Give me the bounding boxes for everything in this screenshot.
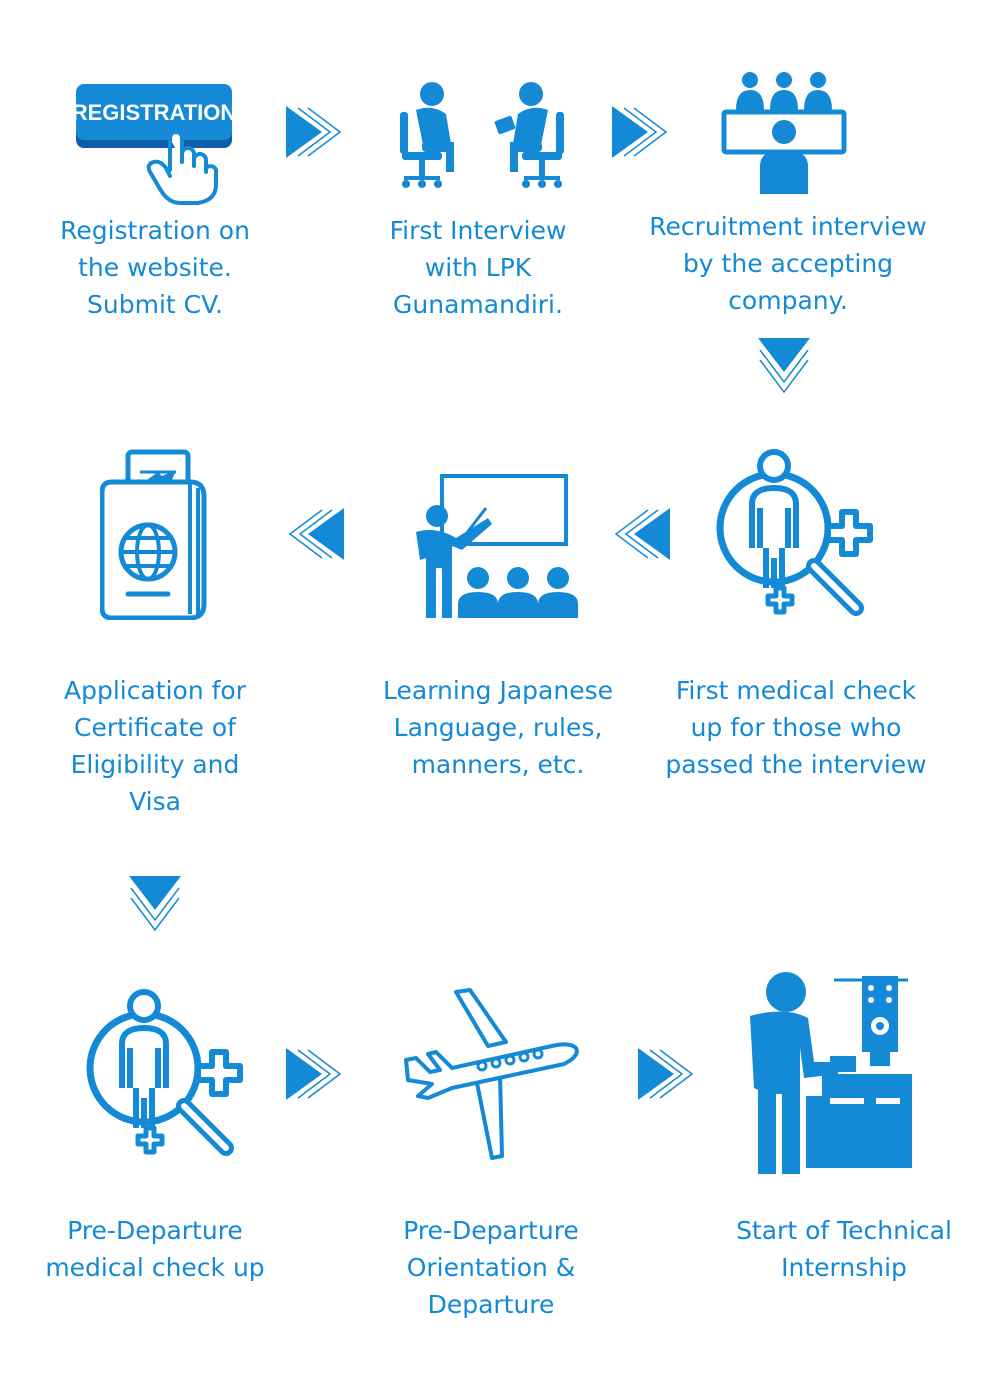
registration-button-text: REGISTRATION [72, 100, 236, 125]
medical-check-icon [86, 989, 243, 1156]
arrow-left-icon [288, 508, 344, 560]
passport-icon [100, 449, 207, 620]
step-label-learning-japanese: Learning Japanese Language, rules, manne… [383, 676, 613, 779]
arrow-right-icon [286, 1048, 342, 1100]
panel-interview-icon [721, 72, 847, 194]
step-label-application-visa: Application for Certificate of Eligibili… [63, 676, 246, 816]
registration-click-icon: REGISTRATION [72, 84, 236, 205]
medical-check-icon [716, 449, 873, 616]
arrow-down-icon [129, 876, 181, 932]
step-label-orientation-departure: Pre-Departure Orientation & Departure [403, 1216, 579, 1319]
arrow-down-icon [758, 338, 810, 394]
arrow-right-icon [612, 106, 668, 158]
classroom-icon [416, 474, 578, 618]
interview-icon [400, 82, 564, 188]
worker-machine-icon [750, 972, 912, 1174]
arrow-right-icon [638, 1048, 694, 1100]
step-label-technical-internship: Start of Technical Internship [736, 1216, 952, 1282]
arrow-left-icon [614, 508, 670, 560]
step-label-registration: Registration on the website. Submit CV. [60, 216, 250, 319]
step-label-recruitment-interview: Recruitment interview by the accepting c… [649, 212, 927, 315]
airplane-icon [404, 988, 579, 1160]
step-label-first-interview: First Interview with LPK Gunamandiri. [389, 216, 567, 319]
step-label-pre-departure-medical: Pre-Departure medical check up [45, 1216, 265, 1282]
step-label-first-medical: First medical check up for those who pas… [665, 676, 927, 779]
arrow-right-icon [286, 106, 342, 158]
